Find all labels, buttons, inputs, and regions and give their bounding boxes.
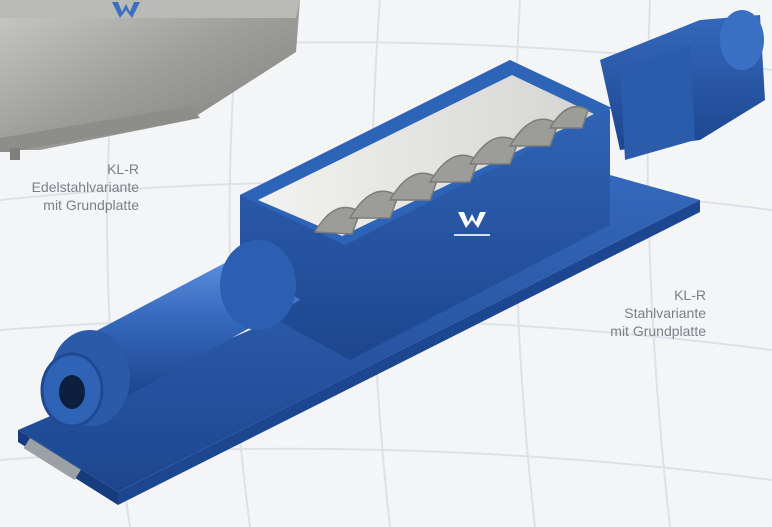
caption-model: KL-R (674, 287, 706, 303)
w-logo-icon (454, 212, 490, 236)
steel-pump-image (18, 10, 765, 505)
caption-model: KL-R (107, 161, 139, 177)
caption-variant: Edelstahlvariante (31, 179, 139, 195)
caption-mount: mit Grundplatte (610, 323, 706, 339)
caption-stainless-variant: KL-R Edelstahlvariante mit Grundplatte (0, 160, 139, 214)
caption-variant: Stahlvariante (624, 305, 706, 321)
caption-mount: mit Grundplatte (43, 197, 139, 213)
screw-conveyor (313, 105, 589, 235)
stainless-pump-image (0, 0, 300, 160)
caption-steel-variant: KL-R Stahlvariante mit Grundplatte (560, 286, 706, 340)
w-logo-icon (112, 2, 140, 18)
